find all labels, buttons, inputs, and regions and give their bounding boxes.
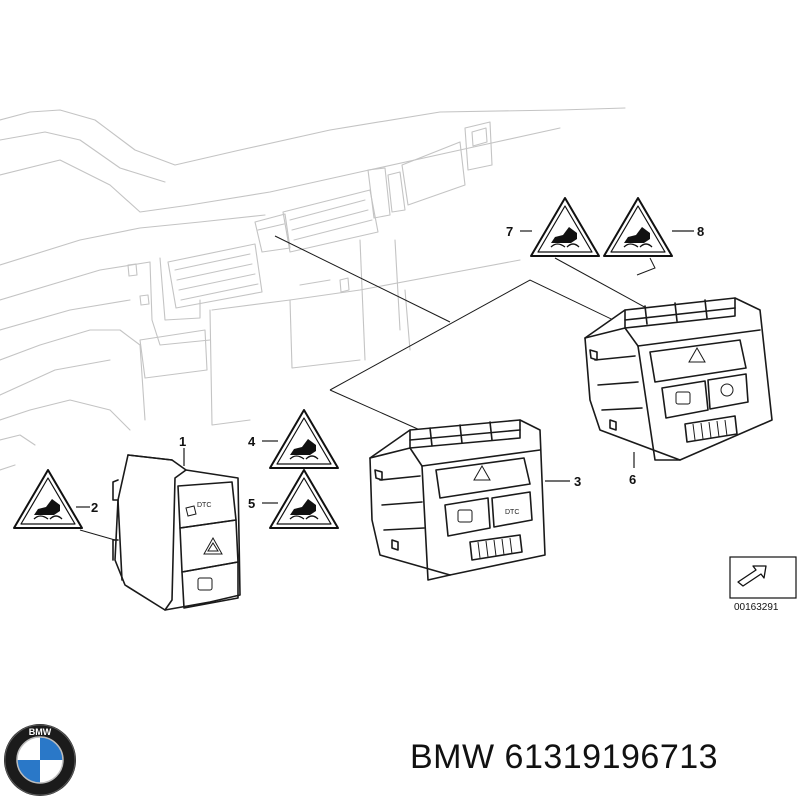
logo-letters: BMW (29, 727, 52, 737)
bmw-logo-icon: BMW (4, 724, 76, 796)
part-number: 61319196713 (504, 738, 719, 776)
warning-triangle-icon (269, 409, 339, 469)
switch-block-part-1: DTC (112, 454, 241, 611)
callout-labels: 1 2 3 4 5 6 7 8 (91, 224, 704, 515)
car-skid-icon (290, 439, 316, 455)
callout-6: 6 (629, 472, 636, 487)
car-skid-icon (675, 391, 691, 405)
dtc-label: DTC (197, 502, 211, 509)
drawing-code: 00163291 (734, 602, 779, 613)
callout-4: 4 (248, 434, 256, 449)
dtc-label: DTC (505, 509, 519, 516)
switch-panel-part-3: DTC (369, 419, 546, 581)
hazard-icon (473, 464, 491, 481)
warning-triangle-icon (269, 469, 339, 529)
callout-2: 2 (91, 500, 98, 515)
warning-triangle-7 (530, 197, 600, 257)
hazard-icon (203, 536, 223, 555)
car-skid-icon (551, 227, 577, 243)
reference-arrow-icon (737, 565, 767, 587)
tire-pressure-icon (720, 383, 734, 397)
callout-5: 5 (248, 496, 255, 511)
callout-1: 1 (179, 434, 186, 449)
warning-triangle-icon (13, 469, 83, 529)
warning-triangle-8 (603, 197, 673, 257)
car-skid-icon (197, 577, 213, 591)
warning-triangle-icon (530, 197, 600, 257)
dtc-icon (185, 505, 197, 517)
car-skid-icon (34, 499, 60, 515)
warning-triangle-icon (603, 197, 673, 257)
brand-part-number: BMW 61319196713 (410, 738, 718, 777)
car-skid-icon (290, 499, 316, 515)
switch-panel-part-6 (584, 297, 773, 461)
warning-triangle-4 (269, 409, 339, 469)
brand-name: BMW (410, 738, 495, 776)
callout-leaders (76, 230, 694, 508)
car-skid-icon (457, 509, 473, 523)
callout-7: 7 (506, 224, 513, 239)
callout-3: 3 (574, 474, 581, 489)
hazard-icon (688, 346, 706, 363)
drawing-reference: 00163291 (729, 556, 797, 613)
car-skid-icon (624, 227, 650, 243)
warning-triangle-2 (13, 469, 83, 529)
dashboard-outline (0, 107, 626, 471)
warning-triangle-5 (269, 469, 339, 529)
callout-8: 8 (697, 224, 704, 239)
